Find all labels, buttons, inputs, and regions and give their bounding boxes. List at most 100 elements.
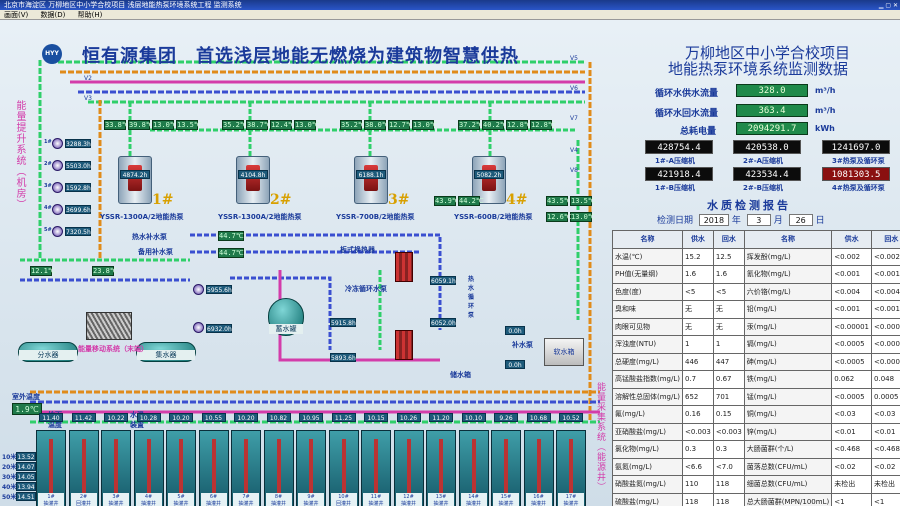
well-6[interactable]: 6#抽灌井 — [198, 430, 229, 506]
table-header-cell: 名称 — [612, 230, 683, 249]
well-1[interactable]: 1#抽灌井 — [36, 430, 66, 506]
table-cell: PH值(无量纲) — [612, 265, 683, 284]
heat-pump-1[interactable] — [118, 156, 152, 204]
depth-label: 50米 — [2, 494, 17, 501]
well-rod — [244, 439, 248, 497]
energy-meter-label-4: 1#-B压缩机 — [655, 184, 695, 192]
temp-a: 43.9℃ — [434, 196, 460, 206]
mid-temp-1: 44.7℃ — [218, 231, 244, 241]
well-10[interactable]: 10#回灌井 — [328, 430, 359, 506]
water-report-title: 水质检测报告 — [707, 199, 791, 212]
menu-view[interactable]: 画面(V) — [4, 11, 29, 19]
well-tag: 1#抽灌井 — [38, 493, 64, 506]
well-type: 抽灌井 — [498, 501, 514, 506]
well-8[interactable]: 8#抽灌井 — [263, 430, 294, 506]
well-tag: 14#抽灌井 — [460, 493, 487, 506]
heat-pump-model: YSSR-1300A/2地能热泵 — [100, 213, 184, 221]
right-pump-1-hours: 6059.1h — [430, 276, 456, 285]
heat-pump-temp: 39.8℃ — [128, 120, 154, 130]
storage-tank-label: 储水箱 — [450, 371, 471, 379]
table-cell: <0.468 — [871, 440, 900, 459]
pipe-network: V1 V2 V3 V5 V6 V7 V4 V8 — [20, 55, 600, 424]
well-4[interactable]: 4#抽灌井 — [133, 430, 164, 506]
well-9[interactable]: 9#抽灌井 — [296, 430, 326, 506]
well-tag: 13#抽灌井 — [428, 493, 454, 506]
table-cell: 0.062 — [831, 370, 873, 389]
temp-c: 43.5℃ — [546, 196, 572, 206]
well-14[interactable]: 14#抽灌井 — [458, 430, 489, 506]
left-pump-5[interactable] — [52, 226, 63, 237]
table-cell: 1 — [712, 335, 745, 354]
supply-flow-unit: m³/h — [815, 86, 836, 95]
menu-data[interactable]: 数据(D) — [40, 11, 66, 19]
pipe-temp-in: 12.1℃ — [30, 266, 56, 276]
return-flow-value: 363.4 — [736, 104, 808, 117]
distributor-label: 分水器 — [19, 350, 77, 360]
well-11[interactable]: 11#抽灌井 — [361, 430, 391, 506]
well-5[interactable]: 5#抽灌井 — [166, 430, 196, 506]
soft-pump-2-hours: 0.0h — [505, 360, 525, 369]
plate-hx-label: 板式换热器 — [340, 246, 375, 254]
well-12[interactable]: 12#抽灌井 — [393, 430, 424, 506]
table-cell: 总大肠菌群(MPN/100mL) — [743, 492, 833, 506]
well-rod — [374, 439, 378, 497]
menu-bar: 画面(V) 数据(D) 帮助(H) — [0, 10, 900, 20]
valve-v1: V1 — [84, 55, 92, 62]
well-rod — [569, 439, 573, 497]
well-type: 回灌井 — [335, 501, 351, 506]
well-tag: 10#回灌井 — [330, 493, 357, 506]
window-controls[interactable]: ▁ ▢ ✕ — [878, 2, 898, 9]
heat-pump-temp: 12.8℃ — [506, 120, 532, 130]
well-7[interactable]: 7#抽灌井 — [231, 430, 261, 506]
well-15[interactable]: 15#抽灌井 — [491, 430, 521, 506]
depth-value: 14.05 — [16, 472, 36, 481]
well-13[interactable]: 13#抽灌井 — [426, 430, 456, 506]
energy-lift-system-label: 能量提升系统（机房） — [14, 100, 25, 210]
left-pump-2[interactable] — [52, 160, 63, 171]
table-cell: 无 — [681, 300, 714, 319]
heat-pump-3[interactable] — [354, 156, 388, 204]
heat-pump-2[interactable] — [236, 156, 270, 204]
well-number: 10# — [338, 494, 349, 500]
heat-pump-hours: 4104.8h — [238, 170, 268, 179]
left-pump-hours: 3288.3h — [65, 139, 91, 148]
table-cell: <0.468 — [831, 440, 873, 459]
date-month[interactable]: 3 — [746, 214, 771, 226]
date-year[interactable]: 2018 — [698, 214, 729, 226]
left-pump-4[interactable] — [52, 204, 63, 215]
collector: 集水器 — [136, 342, 196, 362]
well-rod — [341, 439, 346, 497]
well-tag: 4#抽灌井 — [135, 493, 162, 506]
well-2[interactable]: 2#回灌井 — [68, 430, 99, 506]
table-cell: 溶解性总固体(mg/L) — [612, 387, 683, 406]
circ-pump-2[interactable] — [193, 322, 204, 333]
menu-help[interactable]: 帮助(H) — [77, 11, 103, 19]
well-temp: 10.82 — [266, 413, 291, 422]
plate-heat-exchanger-1 — [395, 252, 413, 282]
table-header-row: 名称供水回水名称供水回水 — [612, 230, 900, 249]
table-cell: <0.001 — [831, 265, 873, 284]
table-cell: 1.6 — [712, 265, 745, 284]
plate-heat-exchanger-2 — [395, 330, 413, 360]
well-17[interactable]: 17#抽灌井 — [556, 430, 586, 506]
well-rod — [504, 439, 508, 497]
well-type: 抽灌井 — [303, 501, 319, 506]
valve-v3: V3 — [84, 95, 92, 102]
well-16[interactable]: 16#抽灌井 — [523, 430, 554, 506]
heat-pump-name: 2# — [270, 192, 292, 208]
date-day[interactable]: 26 — [788, 214, 813, 226]
circ-pump-1[interactable] — [193, 284, 204, 295]
left-pump-1[interactable] — [52, 138, 63, 149]
well-temp: 11.25 — [331, 413, 356, 422]
well-3[interactable]: 3#抽灌井 — [101, 430, 131, 506]
heat-pump-temp: 35.2℃ — [340, 120, 366, 130]
valve-v7: V7 — [570, 115, 578, 122]
left-pump-3[interactable] — [52, 182, 63, 193]
return-flow-label: 循环水回水流量 — [655, 109, 719, 119]
well-temp: 10.22 — [104, 413, 128, 422]
well-type: 抽灌井 — [530, 501, 546, 506]
power-unit: kWh — [815, 124, 835, 133]
well-tag: 11#抽灌井 — [363, 493, 389, 506]
